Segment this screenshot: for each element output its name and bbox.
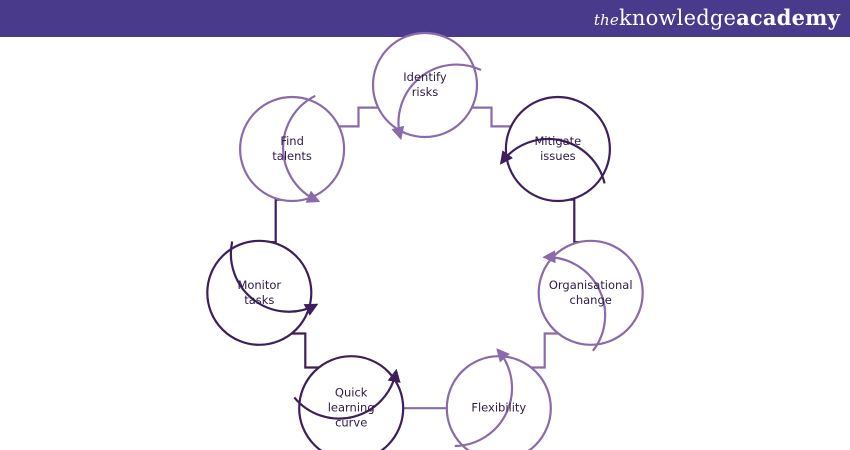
- step-label: Quick learning curve: [327, 385, 375, 430]
- node-group: [206, 31, 644, 450]
- step-arrow: [499, 137, 606, 184]
- step-arrow: [391, 63, 482, 141]
- step-label: Monitor tasks: [237, 277, 282, 307]
- step-label: Identify risks: [403, 70, 447, 99]
- logo-academy: academy: [736, 5, 840, 30]
- step-label: Flexibility: [471, 400, 527, 415]
- brand-logo[interactable]: theknowledgeacademy: [594, 4, 840, 34]
- header-bar: theknowledgeacademy: [0, 0, 850, 37]
- connector-line: [338, 106, 379, 128]
- step-arrow: [293, 368, 401, 420]
- step-arrow: [229, 241, 319, 316]
- step-label: Find talents: [272, 134, 312, 163]
- arc-group: [229, 63, 607, 448]
- logo-knowledge: knowledge: [618, 6, 737, 30]
- step-label: Organisational change: [548, 277, 633, 307]
- logo-the: the: [593, 11, 619, 29]
- step-label: Mitigate issues: [534, 134, 582, 163]
- connector-line: [270, 198, 281, 244]
- step-circle[interactable]: [298, 355, 405, 450]
- connector-line: [291, 332, 319, 369]
- step-circle[interactable]: [239, 95, 346, 203]
- step-circle[interactable]: [504, 95, 612, 203]
- connector-line: [569, 198, 580, 244]
- step-arrow: [542, 250, 607, 352]
- step-arrow: [282, 94, 321, 203]
- step-arrow: [454, 348, 514, 448]
- connector-line: [471, 106, 512, 128]
- step-circle[interactable]: [537, 239, 644, 346]
- connector-line: [531, 332, 559, 369]
